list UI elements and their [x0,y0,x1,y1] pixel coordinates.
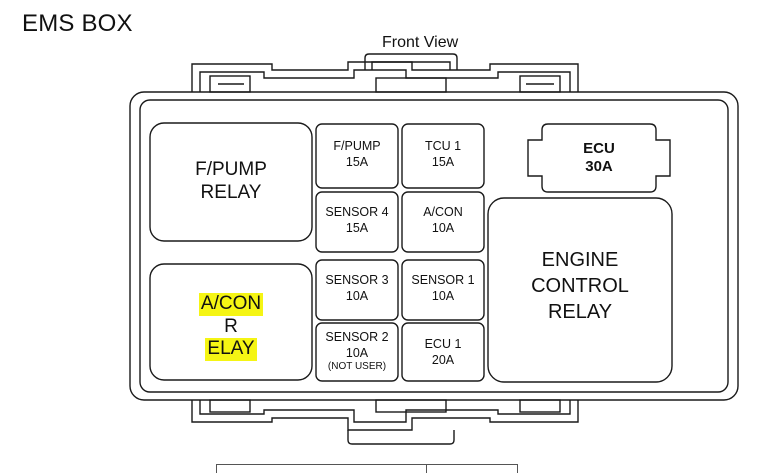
fuse-box-sensor2 [315,322,399,382]
fuse-box-sensor3 [315,259,399,321]
acon-relay-box [149,263,313,381]
ecu-fuse-box [527,123,671,193]
fuse-box-acon [401,191,485,253]
fpump-relay-box [149,122,313,242]
fuse-box-tcu1 [401,123,485,189]
table-divider [426,465,427,473]
fuse-box-sensor4 [315,191,399,253]
diagram-title: EMS BOX [22,10,133,37]
fuse-box-ecu1 [401,322,485,382]
fuse-box-body [129,91,739,401]
bottom-latch [191,399,579,445]
view-label: Front View [382,34,459,51]
fuse-box-sensor1 [401,259,485,321]
fuse-box-fpump [315,123,399,189]
top-latch [191,53,579,93]
table-header-stub [216,464,518,473]
engine-control-relay-box [487,197,673,383]
